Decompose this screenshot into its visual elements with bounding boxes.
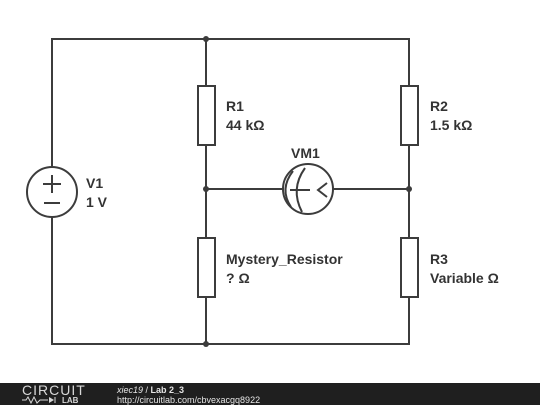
circuit-diagram: V1 1 V R1 44 kΩ R2 1.5 kΩ VM1 Mystery_Re… <box>26 36 499 347</box>
owner-link[interactable]: xiec19 <box>117 385 144 395</box>
circuitlab-logo-sub: LAB <box>62 396 79 405</box>
r3-value-label: Variable Ω <box>430 270 499 286</box>
circuit-owner-title: xiec19 / Lab 2_3 <box>117 385 184 395</box>
resistor-r1[interactable] <box>197 85 216 146</box>
junction-dot <box>203 186 209 192</box>
mystery-name-label: Mystery_Resistor <box>226 251 343 267</box>
bottom-wire <box>51 217 410 345</box>
r2-value-label: 1.5 kΩ <box>430 117 472 133</box>
v1-name-label: V1 <box>86 175 103 191</box>
mystery-value-label: ? Ω <box>226 270 250 286</box>
circuitlab-logo-icon <box>22 396 56 404</box>
junction-dot <box>203 36 209 42</box>
resistor-mystery[interactable] <box>197 237 216 298</box>
meter-arc-left <box>284 170 294 208</box>
v1-value-label: 1 V <box>86 194 108 210</box>
resistor-r3[interactable] <box>400 237 419 298</box>
footer-bar: CIRCUIT LAB xiec19 / Lab 2_3 http://circ… <box>0 383 540 405</box>
circuit-url[interactable]: http://circuitlab.com/cbvexacgq8922 <box>117 395 261 405</box>
voltmeter-vm1[interactable] <box>282 163 334 215</box>
r1-value-label: 44 kΩ <box>226 117 264 133</box>
resistor-r2[interactable] <box>400 85 419 146</box>
path-separator: / <box>143 385 151 395</box>
circuitlab-logo-text: CIRCUIT <box>22 382 86 398</box>
r2-name-label: R2 <box>430 98 448 114</box>
r1-name-label: R1 <box>226 98 244 114</box>
junction-dot <box>203 341 209 347</box>
junction-dot <box>406 186 412 192</box>
wires <box>51 38 410 345</box>
voltage-source-v1[interactable] <box>26 166 78 218</box>
r3-name-label: R3 <box>430 251 448 267</box>
meter-arrow <box>316 182 328 198</box>
vm1-name-label: VM1 <box>291 145 320 161</box>
top-wire <box>51 38 410 167</box>
circuit-title[interactable]: Lab 2_3 <box>150 385 185 395</box>
